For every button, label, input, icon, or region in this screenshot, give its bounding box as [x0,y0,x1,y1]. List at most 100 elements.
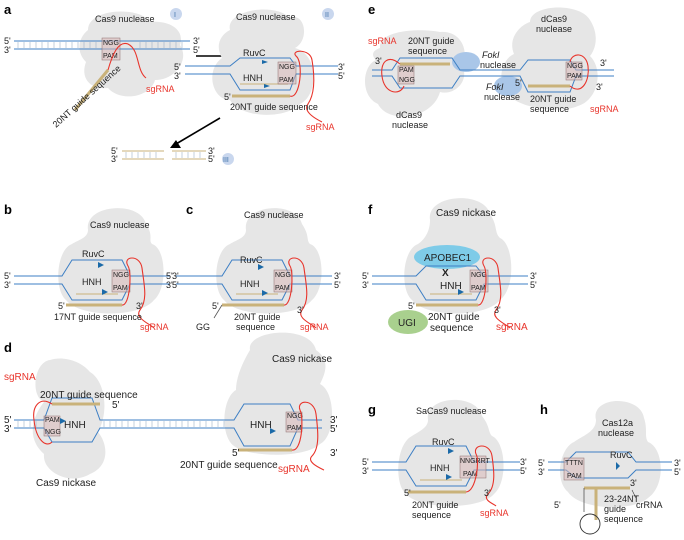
protein-label-b: Cas9 nuclease [90,220,150,230]
ugi-label: UGI [398,318,416,329]
end-label: 5' [111,146,118,156]
step-badge-2 [322,8,334,20]
sgrna-label-d2: sgRNA [278,464,310,475]
ngg-label-a1: NGG [103,40,119,47]
end-label: 5' [4,271,11,281]
protein-label-g: SaCas9 nuclease [416,406,487,416]
guide-label-a2: 20NT guide sequence [230,102,318,112]
pam-label-e2: PAM [567,73,582,80]
guide-label-h2: guide [604,504,626,514]
end-label: 5' [208,154,215,164]
panel-a-letter: a [4,2,12,17]
hnh-label-a2: HNH [243,73,263,83]
gg-label-c: GG [196,322,210,332]
pam-label-b: PAM [113,285,128,292]
pam-label-g: PAM [463,471,478,478]
protein-label-a2: Cas9 nuclease [236,12,296,22]
end-label: 3' [494,305,501,315]
end-label: 3' [334,271,341,281]
end-label: 3' [193,36,200,46]
ngg-label-c: NGG [275,272,291,279]
end-label: 3' [530,271,537,281]
protein-label-f: Cas9 nickase [436,208,496,219]
end-label: 5' [404,488,411,498]
guide-label-e2: 20NT guide [530,94,576,104]
sgrna-label-c: sgRNA [300,322,329,332]
sgrna-label-f: sgRNA [496,322,528,333]
panel-b: b Cas9 nuclease NGG PAM RuvC HNH 5' 3' 3… [4,202,179,332]
pam-label-a1: PAM [103,53,118,60]
foki-label-bottom: FokI [486,82,504,92]
guide-label-e2b: sequence [530,104,569,114]
end-label: 5' [674,467,681,477]
ugi-domain [388,310,428,334]
ruvc-label-h: RuvC [610,450,633,460]
end-label: 5' [166,271,173,281]
ngg-label-d1: NGG [45,429,61,436]
hnh-label-c: HNH [240,279,260,289]
hnh-label-g: HNH [430,463,450,473]
end-label: 3' [136,301,143,311]
foki-label-top2: nuclease [480,60,516,70]
guide-label-c2: sequence [236,322,275,332]
ruvc-label-c: RuvC [240,255,263,265]
sgrna-label-g: sgRNA [480,508,509,518]
dcas9-label-bottom: dCas9 [396,110,422,120]
sgrna-label-a1: sgRNA [146,84,175,94]
end-label: 5' [362,271,369,281]
end-label: 3' [338,62,345,72]
dcas9-label-top: dCas9 [541,14,567,24]
step-label-2: II [325,12,329,19]
foki-bottom [494,76,522,96]
x-mark: X [442,268,449,279]
panel-e: e dCas9 nuclease dCas9 nuclease FokI nuc… [365,2,619,130]
base-pairs-a1 [17,42,183,48]
end-label: 5' [112,400,120,411]
cut-site-icon [262,60,268,64]
panel-c-letter: c [186,202,193,217]
pam-label-d2: PAM [287,425,302,432]
guide-label-f1: 20NT guide [428,312,480,323]
sgrna-label-e2: sgRNA [590,104,619,114]
foki-top [452,52,480,72]
base-pairs-a3 [125,152,201,158]
foki-label-bottom2: nuclease [484,92,520,102]
apobec-label: APOBEC1 [424,253,472,264]
end-label: 5' [538,458,545,468]
panel-h: h Cas12a nuclease TTTN PAM RuvC 5' 3' 5'… [538,400,681,535]
panel-d: d Cas9 nickase Cas9 nickase PAM NGG [4,332,338,489]
end-label: 5' [174,62,181,72]
guide-label-c1: 20NT guide [234,312,280,322]
step-badge-1 [170,8,182,20]
end-label: 3' [172,271,179,281]
end-label: 3' [674,458,681,468]
end-label: 3' [538,467,545,477]
ngg-label-f: NGG [471,272,487,279]
end-label: 3' [362,466,369,476]
end-label: 3' [375,56,382,66]
guide-label-f2: sequence [430,323,474,334]
panel-a: a Cas9 nuclease I NGG PAM 5' 3' 3' 5' [4,2,345,165]
cut-site-icon [264,84,270,88]
end-label: 3' [520,457,527,467]
end-label: 5' [554,500,561,510]
dcas9-label-bottom2: nuclease [392,120,428,130]
sgrna-label-e1: sgRNA [368,36,397,46]
end-label: 3' [330,448,338,459]
end-label: 3' [297,305,304,315]
end-label: 5' [515,78,522,88]
panel-g: g SaCas9 nuclease NNGRRT PAM RuvC HNH 5'… [362,399,527,520]
end-label: 5' [4,415,12,426]
pam-label-e1: PAM [399,67,414,74]
guide-label-e1b: sequence [408,46,447,56]
ngg-label-e1: NGG [399,77,415,84]
ngg-label-b: NGG [113,272,129,279]
panel-b-letter: b [4,202,12,217]
pam-label-h: PAM [567,473,582,480]
hnh-label-b: HNH [82,277,102,287]
end-label: 5' [224,92,231,102]
end-label: 5' [530,280,537,290]
end-label: 3' [596,82,603,92]
guide-label-d-bottom: 20NT guide sequence [180,460,278,471]
